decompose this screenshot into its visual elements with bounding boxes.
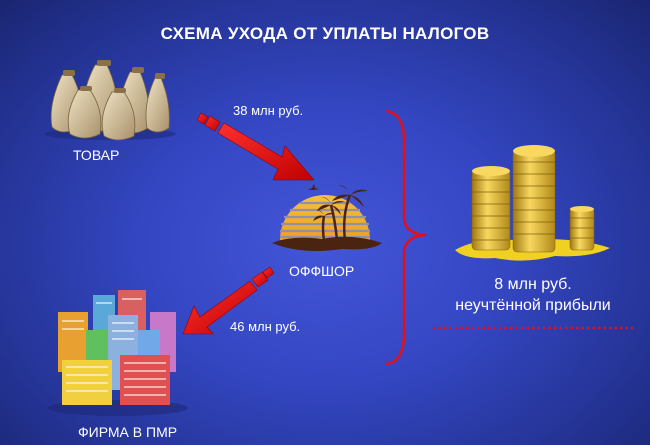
- arrow-offshore-to-firm: [182, 266, 275, 335]
- firm-label: ФИРМА В ПМР: [78, 424, 178, 440]
- goods-label: ТОВАР: [73, 147, 120, 163]
- flow-label-46: 46 млн руб.: [230, 319, 301, 334]
- palm-island-icon: [272, 184, 382, 251]
- diagram-title: СХЕМА УХОДА ОТ УПЛАТЫ НАЛОГОВ: [160, 24, 490, 43]
- city-buildings-icon: [48, 290, 188, 416]
- profit-caption: неучтённой прибыли: [455, 297, 611, 314]
- gold-coins-icon: [455, 145, 610, 261]
- offshore-label: ОФФШОР: [289, 263, 355, 279]
- money-bags-icon: [44, 60, 176, 141]
- profit-amount: 8 млн руб.: [494, 276, 572, 293]
- arrow-goods-to-offshore: [196, 112, 315, 181]
- brace-icon: [385, 109, 427, 366]
- flow-label-38: 38 млн руб.: [233, 103, 304, 118]
